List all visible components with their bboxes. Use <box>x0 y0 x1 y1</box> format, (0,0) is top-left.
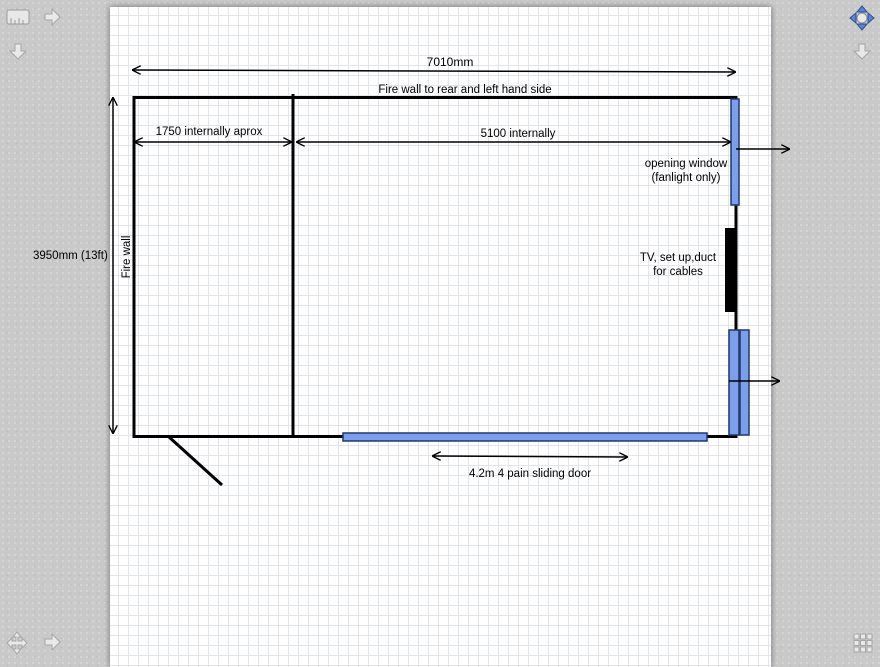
door-width-arrow[interactable] <box>433 456 627 457</box>
overall-width-label: 7010mm <box>427 55 474 69</box>
grid-icon[interactable] <box>852 632 874 654</box>
move-arrows-icon[interactable] <box>3 630 31 656</box>
left-room-width-label: 1750 internally aprox <box>156 126 263 138</box>
window-label-line1: opening window <box>645 158 728 170</box>
opening-window[interactable] <box>730 98 740 206</box>
end-door-glazing-1[interactable] <box>728 329 740 436</box>
arrow-right-icon[interactable] <box>42 7 62 27</box>
side-door[interactable] <box>167 435 224 487</box>
ruler-icon[interactable] <box>5 7 31 27</box>
pan-navigate-icon[interactable] <box>849 5 875 31</box>
fire-wall-rear-label: Fire wall to rear and left hand side <box>378 84 551 96</box>
fire-wall-label: Fire wall <box>121 236 133 279</box>
sliding-door-label: 4.2m 4 pain sliding door <box>469 468 591 480</box>
window-label-line2: (fanlight only) <box>651 172 720 184</box>
arrow-down-icon[interactable] <box>852 41 872 61</box>
tv-panel[interactable] <box>725 228 735 312</box>
overall-width-arrow[interactable] <box>133 70 735 72</box>
drawing-canvas[interactable] <box>110 7 771 667</box>
outer-wall[interactable] <box>132 96 738 438</box>
tv-label-line2: for cables <box>653 266 703 278</box>
arrow-down-icon[interactable] <box>8 41 28 61</box>
arrow-right-icon[interactable] <box>42 632 62 652</box>
sliding-door-glazing[interactable] <box>342 432 708 442</box>
end-door-glazing-2[interactable] <box>739 329 750 436</box>
main-room-width-label: 5100 internally <box>481 128 556 140</box>
overall-depth-label: 3950mm (13ft) <box>33 250 108 262</box>
tv-label-line1: TV, set up,duct <box>640 252 717 264</box>
